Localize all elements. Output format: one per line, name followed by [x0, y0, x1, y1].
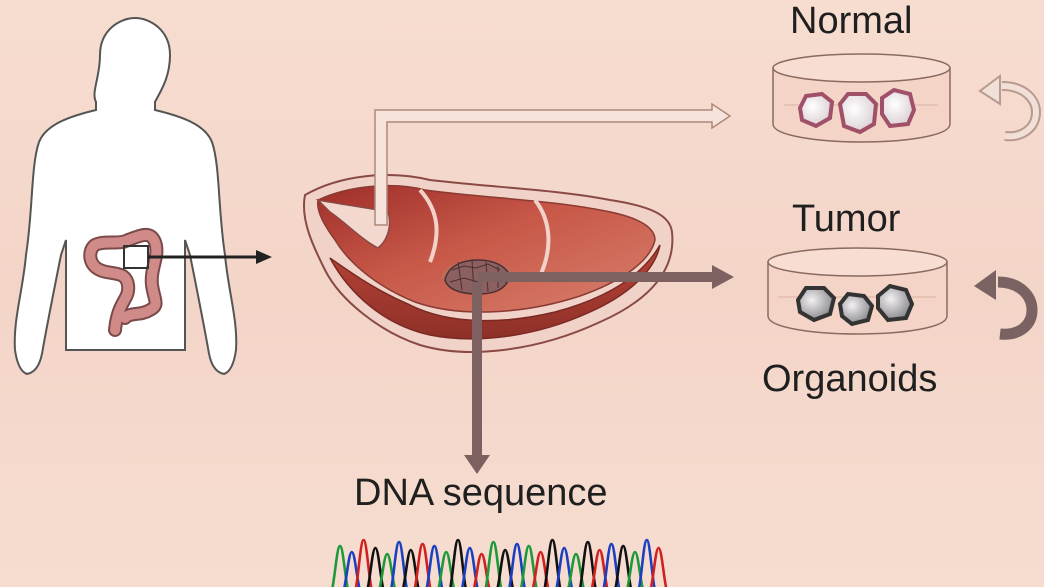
tumor-organoid	[876, 283, 915, 323]
normal-organoid	[797, 91, 835, 129]
tumor-organoid	[795, 286, 837, 323]
organoids-label: Organoids	[762, 358, 938, 400]
cycle-arrow-icon	[978, 74, 1042, 142]
tissue-section	[303, 174, 674, 353]
arrow-to-dna	[464, 282, 490, 474]
normal-culture-dish	[772, 53, 951, 143]
normal-organoid	[880, 87, 917, 129]
cycle-arrow-icon	[974, 270, 1038, 340]
tumor-culture-dish	[767, 247, 948, 335]
arrow-to-normal	[374, 102, 732, 226]
normal-organoid	[837, 92, 879, 135]
sequence-peak	[649, 546, 668, 587]
arrow-to-tumor	[478, 265, 734, 289]
normal-label: Normal	[790, 0, 913, 42]
dna-sequence-label: DNA sequence	[354, 472, 608, 514]
tumor-label: Tumor	[792, 198, 901, 240]
human-body-silhouette	[13, 16, 238, 376]
dna-sequence-trace	[331, 538, 668, 587]
tumor-organoid	[837, 291, 875, 327]
